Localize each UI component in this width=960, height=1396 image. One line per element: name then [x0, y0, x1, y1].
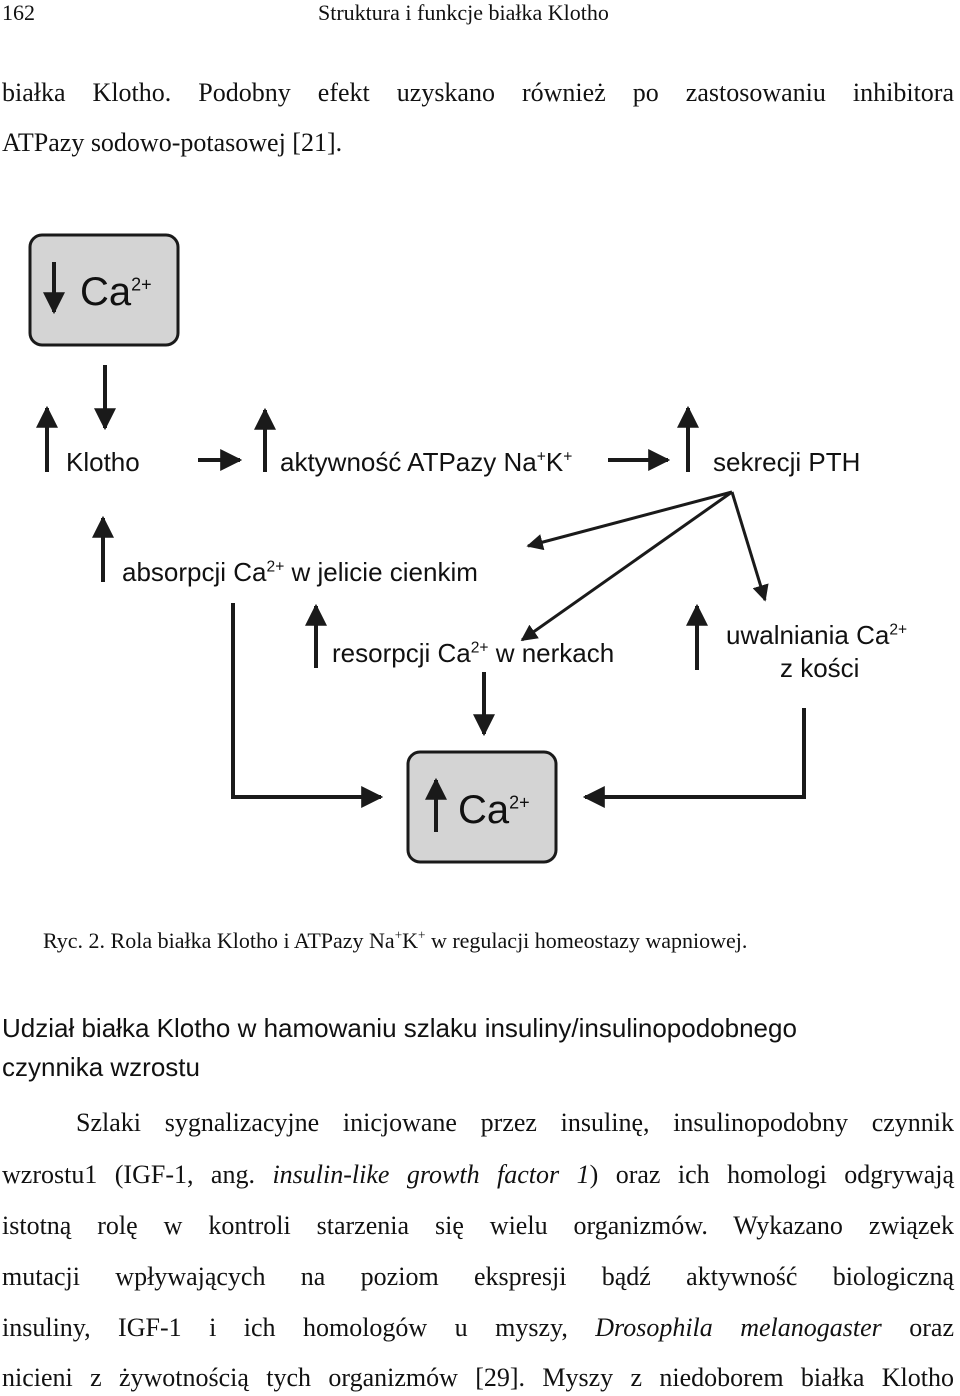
- section-heading-line-1: Udział białka Klotho w hamowaniu szlaku …: [2, 1013, 797, 1043]
- resorption-label: resorpcji Ca2+ w nerkach: [332, 638, 615, 668]
- running-title: Struktura i funkcje białka Klotho: [318, 0, 609, 25]
- page-number: 162: [2, 0, 35, 25]
- section-heading-line-2: czynnika wzrostu: [2, 1052, 200, 1082]
- body-line-4: mutacji wpływających na poziom ekspresji…: [2, 1262, 954, 1291]
- klotho-label: Klotho: [66, 447, 140, 477]
- body-line-5: insuliny, IGF-1 i ich homologów u myszy,…: [2, 1313, 954, 1342]
- calcium-bottom-label: Ca2+: [458, 788, 530, 832]
- body-line-3: istotną rolę w kontroli starzenia się wi…: [2, 1211, 954, 1240]
- absorption-to-box-path: [231, 603, 384, 808]
- release-label-line-2: z kości: [780, 653, 860, 683]
- release-to-box-path: [582, 708, 806, 808]
- pth-to-resorption-arrow: [520, 490, 733, 642]
- body-line-6: nicieni z żywotnością tych organizmów [2…: [2, 1363, 954, 1392]
- intro-line-2: ATPazy sodowo-potasowej [21].: [2, 128, 343, 157]
- calcium-top-label: Ca2+: [80, 270, 152, 314]
- calcium-box-top: [28, 233, 180, 347]
- release-label-line-1: uwalniania Ca2+: [726, 620, 908, 650]
- absorption-label: absorpcji Ca2+ w jelicie cienkim: [122, 557, 478, 587]
- pth-to-absorption-arrow: [526, 490, 733, 551]
- body-line-2: wzrostu1 (IGF-1, ang. insulin-like growt…: [2, 1160, 954, 1189]
- intro-line-1: białka Klotho. Podobny efekt uzyskano ró…: [2, 78, 954, 107]
- atpase-label: aktywność ATPazy Na+K+: [280, 447, 573, 477]
- body-line-1: Szlaki sygnalizacyjne inicjowane przez i…: [76, 1108, 954, 1137]
- figure-caption: Ryc. 2. Rola białka Klotho i ATPazy Na+K…: [43, 927, 748, 953]
- pth-to-release-arrow: [730, 491, 769, 602]
- calcium-homeostasis-diagram: [28, 233, 806, 864]
- pth-label: sekrecji PTH: [713, 447, 861, 477]
